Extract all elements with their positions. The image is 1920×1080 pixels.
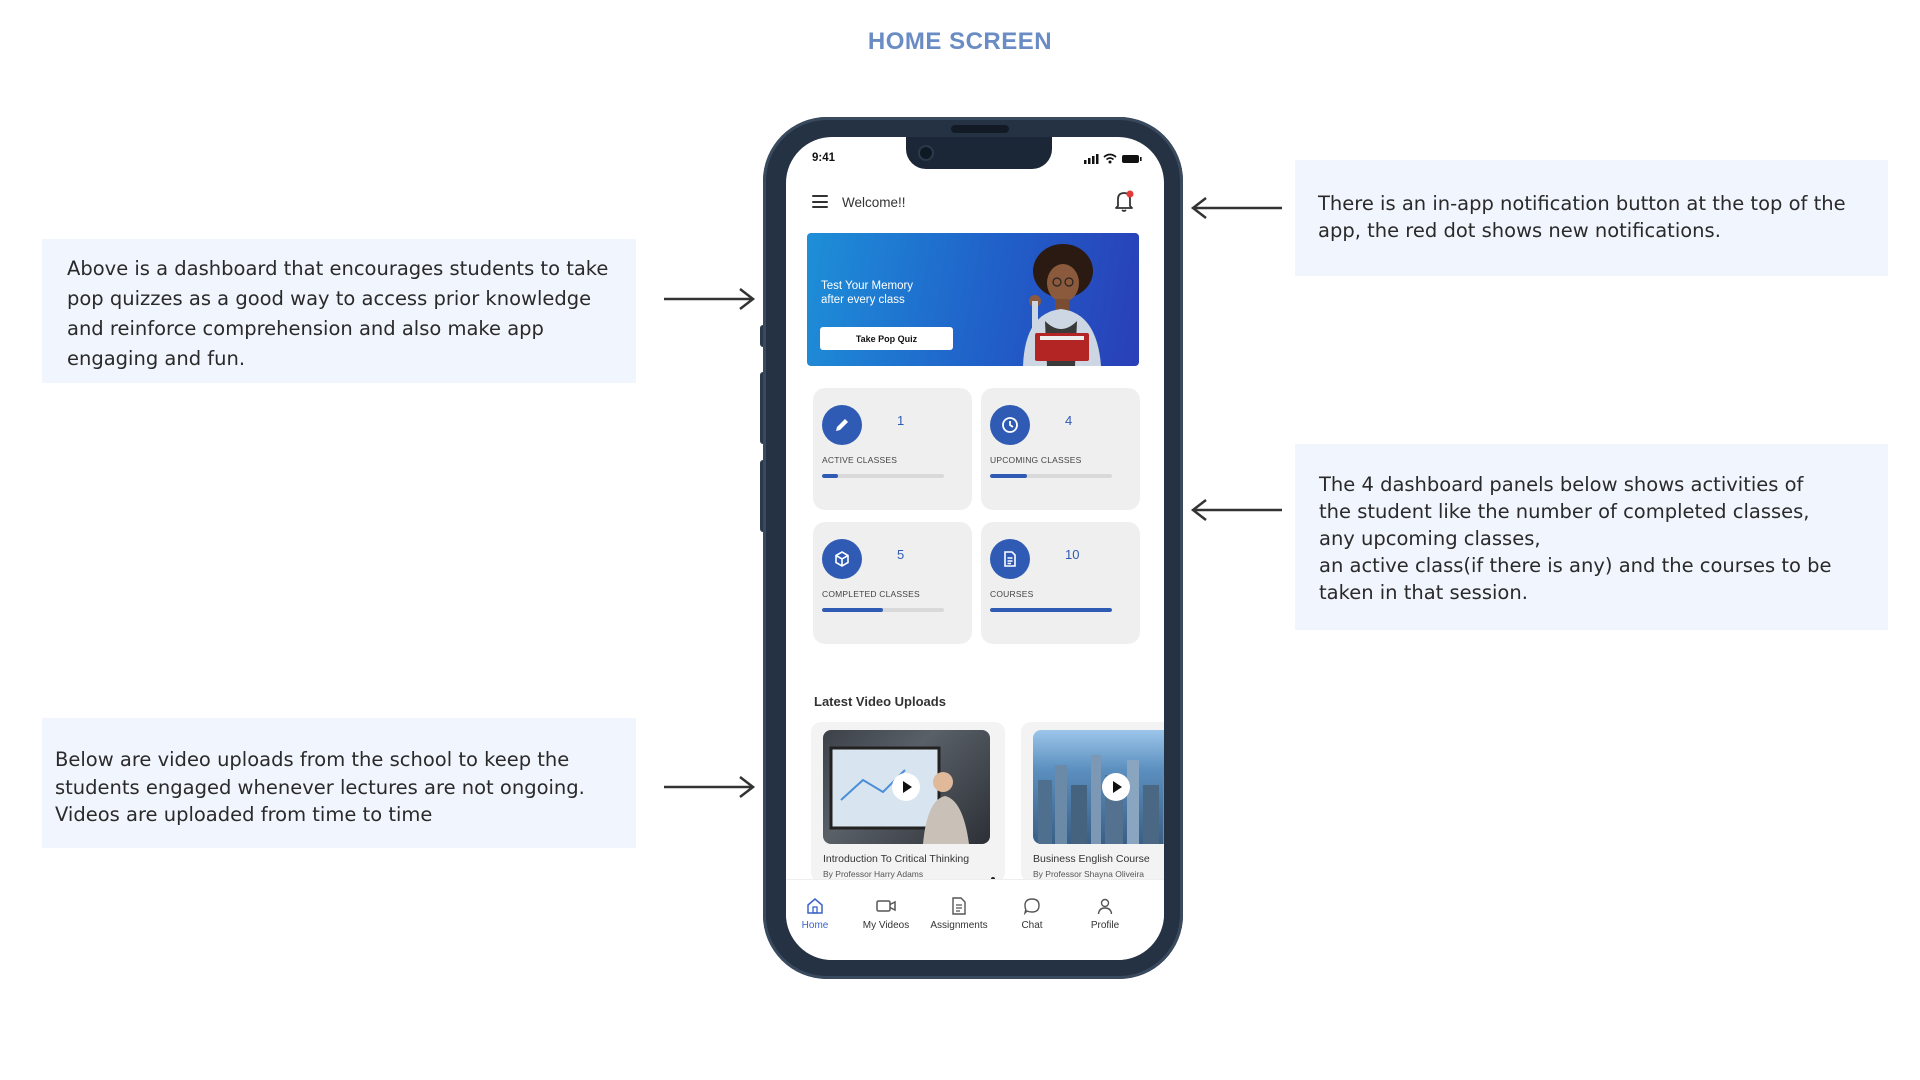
- city-thumbnail-art: [1038, 755, 1164, 844]
- stat-label: ACTIVE CLASSES: [822, 455, 898, 465]
- video-title: Business English Course: [1033, 853, 1150, 865]
- clock-icon: [990, 405, 1030, 445]
- nav-item-my-videos[interactable]: My Videos: [850, 896, 922, 931]
- pop-quiz-banner: Test Your Memory after every class Take …: [807, 233, 1139, 366]
- banner-line: Test Your Memory: [821, 280, 914, 292]
- phone-screen: 9:41 Welcome!! Test Your Memory after ev…: [786, 137, 1164, 960]
- stat-value: 10: [1065, 547, 1080, 562]
- notification-dot: [1126, 190, 1134, 198]
- panels-note-line: any upcoming classes,: [1319, 527, 1541, 550]
- stat-progress-fill: [822, 608, 883, 612]
- video-camera-icon: [876, 900, 896, 912]
- assignment-icon: [952, 897, 966, 915]
- nav-label: Chat: [1021, 920, 1043, 931]
- banner-text: Test Your Memory after every class: [821, 279, 961, 307]
- panels-note: The 4 dashboard panels below shows activ…: [1295, 444, 1888, 630]
- stat-label: UPCOMING CLASSES: [990, 455, 1082, 465]
- nav-item-assignments[interactable]: Assignments: [923, 896, 995, 931]
- notification-note-text: There is an in-app notification button a…: [1318, 192, 1846, 242]
- nav-item-profile[interactable]: Profile: [1069, 896, 1141, 931]
- chat-icon: [1023, 898, 1040, 916]
- stat-value: 5: [897, 547, 905, 562]
- banner-line: after every class: [821, 294, 905, 306]
- stat-progress-fill: [990, 474, 1027, 478]
- hamburger-menu-icon[interactable]: [812, 195, 828, 209]
- stat-card-active-classes[interactable]: 1 ACTIVE CLASSES: [813, 388, 972, 510]
- stat-card-courses[interactable]: 10 COURSES: [981, 522, 1140, 644]
- nav-label: Assignments: [930, 920, 988, 931]
- stat-value: 4: [1065, 413, 1073, 428]
- lecture-thumbnail-art: [829, 746, 969, 844]
- video-thumbnail: [1033, 730, 1164, 844]
- stat-label: COURSES: [990, 589, 1034, 599]
- play-icon[interactable]: [1102, 773, 1130, 801]
- bottom-nav: Home My Videos Assignments Chat Profile: [786, 879, 1164, 960]
- video-card[interactable]: Introduction To Critical Thinking By Pro…: [811, 722, 1005, 882]
- panels-note-line: taken in that session.: [1319, 581, 1528, 604]
- notification-note: There is an in-app notification button a…: [1295, 160, 1888, 276]
- nav-label: My Videos: [862, 920, 910, 931]
- stat-progress-fill: [990, 608, 1112, 612]
- video-author: By Professor Shayna Oliveira: [1033, 869, 1145, 879]
- nav-item-home[interactable]: Home: [786, 896, 851, 931]
- page-title: HOME SCREEN: [867, 28, 1053, 55]
- stat-progress-track: [822, 474, 944, 478]
- panels-note-line: the student like the number of completed…: [1319, 500, 1810, 523]
- status-icons: [1084, 153, 1142, 164]
- arrow-right-icon: [664, 288, 756, 310]
- stat-progress-track: [990, 608, 1112, 612]
- video-author: By Professor Harry Adams: [823, 869, 924, 879]
- home-icon: [807, 898, 823, 914]
- cube-icon: [822, 539, 862, 579]
- video-thumbnail: [823, 730, 990, 844]
- latest-videos-title: Latest Video Uploads: [814, 694, 946, 709]
- phone-notch: [906, 137, 1052, 169]
- take-pop-quiz-button[interactable]: Take Pop Quiz: [820, 327, 953, 350]
- stat-card-completed-classes[interactable]: 5 COMPLETED CLASSES: [813, 522, 972, 644]
- arrow-left-icon: [1190, 499, 1282, 521]
- notification-bell-icon[interactable]: [1114, 189, 1136, 213]
- stat-label: COMPLETED CLASSES: [822, 589, 920, 599]
- profile-icon: [1097, 898, 1113, 915]
- stat-progress-track: [990, 474, 1112, 478]
- pencil-icon: [822, 405, 862, 445]
- panels-note-line: The 4 dashboard panels below shows activ…: [1319, 473, 1804, 496]
- nav-label: Profile: [1090, 920, 1120, 931]
- welcome-text: Welcome!!: [842, 195, 906, 210]
- camera-icon: [918, 145, 934, 161]
- play-icon[interactable]: [892, 773, 920, 801]
- status-time: 9:41: [812, 152, 836, 164]
- nav-label: Home: [801, 920, 829, 931]
- nav-item-chat[interactable]: Chat: [996, 896, 1068, 931]
- arrow-left-icon: [1190, 197, 1282, 219]
- student-illustration: [1023, 244, 1101, 366]
- phone-speaker: [951, 125, 1009, 133]
- stat-progress-fill: [822, 474, 838, 478]
- dashboard-note: Above is a dashboard that encourages stu…: [42, 239, 636, 383]
- videos-note-text: Below are video uploads from the school …: [55, 748, 585, 826]
- stat-card-upcoming-classes[interactable]: 4 UPCOMING CLASSES: [981, 388, 1140, 510]
- video-title: Introduction To Critical Thinking: [823, 853, 970, 865]
- panels-note-line: an active class(if there is any) and the…: [1319, 554, 1832, 577]
- document-icon: [990, 539, 1030, 579]
- stat-progress-track: [822, 608, 944, 612]
- video-card[interactable]: Business English Course By Professor Sha…: [1021, 722, 1164, 882]
- videos-note: Below are video uploads from the school …: [42, 718, 636, 848]
- arrow-right-icon: [664, 776, 756, 798]
- stat-value: 1: [897, 413, 905, 428]
- dashboard-note-text: Above is a dashboard that encourages stu…: [67, 257, 609, 370]
